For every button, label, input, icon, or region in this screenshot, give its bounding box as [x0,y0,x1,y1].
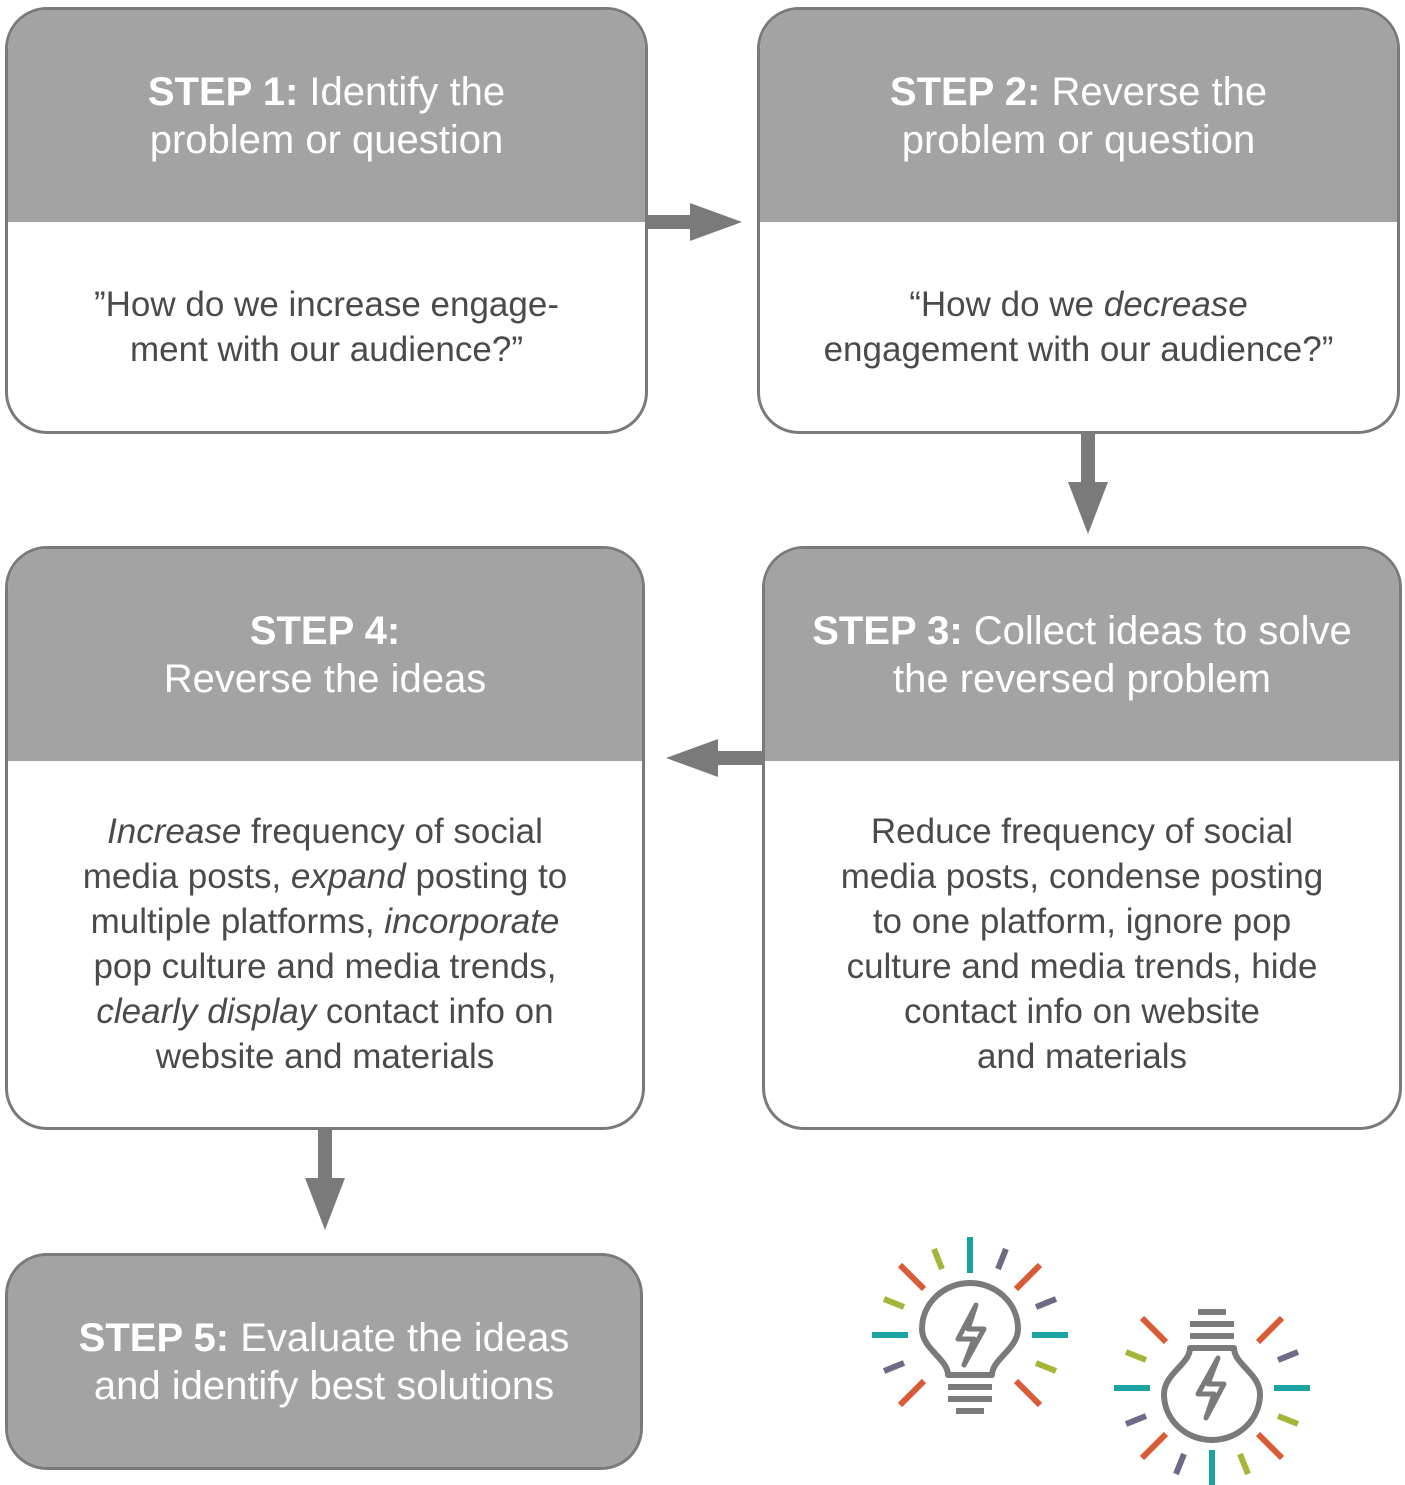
step-2-title-line1: Reverse the [1040,70,1268,114]
step-2-label: STEP 2: [889,70,1041,114]
lightbulb-icon [872,1237,1068,1414]
step-1-title-line2: problem or question [149,118,504,162]
step-5-title-line1: Evaluate the ideas [229,1315,570,1360]
step-1-label: STEP 1: [147,70,299,114]
step-4-body-l3-em: incorporate [384,902,560,941]
step-4-body: Increase frequency of social media posts… [8,761,642,1127]
step-3-body-line: and materials [976,1037,1188,1076]
step-4-body-l2-pre: media posts, [82,857,291,896]
step-2-card: STEP 2: Reverse the problem or question … [757,7,1400,434]
step-4-body-l2-em: expand [290,857,406,896]
step-3-body-line: Reduce frequency of social [870,812,1294,851]
step-3-label: STEP 3: [812,609,963,653]
step-4-header: STEP 4: Reverse the ideas [8,549,642,761]
step-2-body-prefix: “How do we [909,284,1104,324]
step-4-title-line2: Reverse the ideas [163,657,487,701]
step-1-body-line1: ”How do we increase engage- [94,284,559,324]
step-2-body: “How do we decrease engagement with our … [760,222,1397,431]
step-2-header: STEP 2: Reverse the problem or question [760,10,1397,222]
step-3-body-line: culture and media trends, hide [846,947,1318,986]
arrow-down-step4-to-step5 [305,1128,345,1230]
step-3-title-line2: the reversed problem [893,657,1271,701]
step-4-body-l2-rest: posting to [405,857,568,896]
step-2-body-emphasis: decrease [1103,284,1248,324]
step-4-body-l6: website and materials [155,1037,495,1076]
step-4-body-l5-rest: contact info on [316,992,554,1031]
arrow-right-step1-to-step2 [646,203,742,241]
step-4-card: STEP 4: Reverse the ideas Increase frequ… [5,546,645,1130]
step-5-card: STEP 5: Evaluate the ideas and identify … [5,1253,643,1470]
lightbulb-icon [1114,1309,1310,1485]
step-1-title-line1: Identify the [298,70,506,114]
step-1-body-line2: ment with our audience?” [129,329,523,369]
arrow-left-step3-to-step4 [666,739,764,777]
step-1-header: STEP 1: Identify the problem or question [8,10,645,222]
step-3-card: STEP 3: Collect ideas to solve the rever… [762,546,1402,1130]
step-4-body-l1-rest: frequency of social [241,812,543,851]
arrow-down-step2-to-step3 [1068,432,1108,534]
step-1-body: ”How do we increase engage- ment with ou… [8,222,645,431]
step-4-body-l5-em: clearly display [96,992,317,1031]
step-4-body-l4: pop culture and media trends, [93,947,557,986]
step-2-title-line2: problem or question [901,118,1256,162]
step-3-body-line: media posts, condense posting [840,857,1324,896]
step-4-body-l1-em: Increase [107,812,242,851]
step-3-body-line: contact info on website [903,992,1261,1031]
step-3-body: Reduce frequency of social media posts, … [765,761,1399,1127]
step-4-label: STEP 4: [249,609,401,653]
step-5-header: STEP 5: Evaluate the ideas and identify … [8,1256,640,1467]
step-5-label: STEP 5: [78,1315,230,1360]
step-5-title-line2: and identify best solutions [93,1363,555,1408]
step-1-card: STEP 1: Identify the problem or question… [5,7,648,434]
step-3-body-line: to one platform, ignore pop [872,902,1292,941]
step-3-title-line1: Collect ideas to solve [962,609,1352,653]
step-3-header: STEP 3: Collect ideas to solve the rever… [765,549,1399,761]
step-4-body-l3-pre: multiple platforms, [90,902,385,941]
step-2-body-line2: engagement with our audience?” [823,329,1334,369]
